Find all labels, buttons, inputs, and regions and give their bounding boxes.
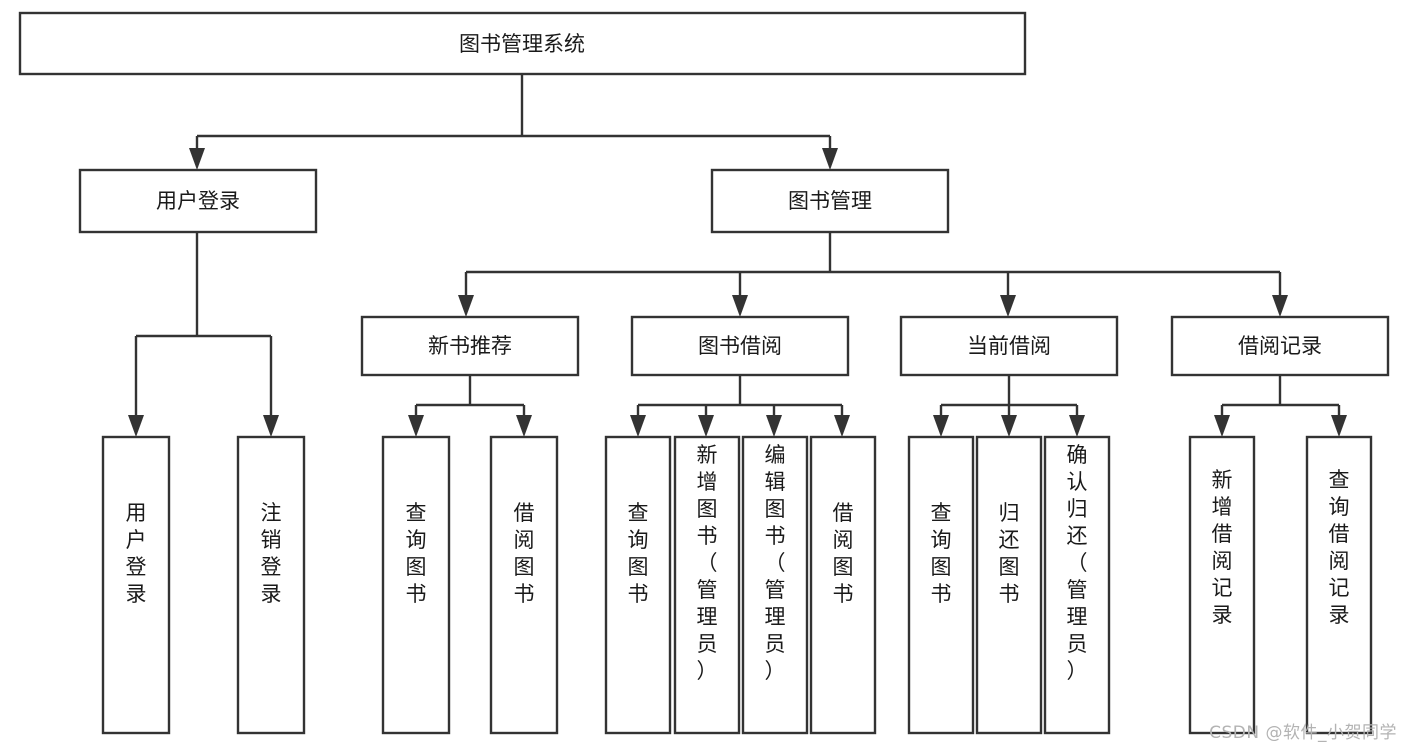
node-leaf-add-book-label: 新增图书（管理员） [697, 443, 718, 683]
connector-group-user-login [128, 232, 279, 437]
node-leaf-user-login-box[interactable] [101, 435, 171, 735]
arrow-head-icon [458, 295, 474, 317]
node-leaf-query-book-1-label: 查询图书 [406, 501, 427, 606]
node-leaf-query-book-1-box[interactable] [381, 435, 451, 735]
connector-group-current-borrow [933, 375, 1085, 437]
node-leaf-confirm-return[interactable]: 确认归还（管理员） [1043, 435, 1111, 735]
connector-group-book-manage [458, 232, 1288, 317]
node-leaf-edit-book-label: 编辑图书（管理员） [765, 443, 786, 683]
node-book-manage[interactable]: 图书管理 [710, 168, 950, 234]
arrow-head-icon [732, 295, 748, 317]
node-leaf-query-book-3[interactable]: 查询图书 [907, 435, 975, 735]
node-leaf-borrow-book-2-box[interactable] [809, 435, 877, 735]
node-leaf-query-book-3-label: 查询图书 [931, 501, 952, 606]
node-leaf-query-record-label: 查询借阅记录 [1329, 468, 1350, 627]
arrow-head-icon [630, 415, 646, 437]
node-leaf-edit-book-box[interactable] [741, 435, 809, 735]
node-leaf-query-book-1[interactable]: 查询图书 [381, 435, 451, 735]
node-leaf-borrow-book-1[interactable]: 借阅图书 [489, 435, 559, 735]
node-leaf-user-login-label: 用户登录 [126, 501, 147, 606]
arrow-head-icon [263, 415, 279, 437]
node-borrow-record-label: 借阅记录 [1238, 334, 1322, 358]
node-borrow-record[interactable]: 借阅记录 [1170, 315, 1390, 377]
arrow-head-icon [1331, 415, 1347, 437]
arrow-head-icon [516, 415, 532, 437]
node-leaf-add-book-box[interactable] [673, 435, 741, 735]
node-book-borrow[interactable]: 图书借阅 [630, 315, 850, 377]
node-current-borrow-label: 当前借阅 [967, 334, 1051, 358]
node-leaf-query-book-3-box[interactable] [907, 435, 975, 735]
connector-group-borrow-record [1214, 375, 1347, 437]
node-leaf-query-record[interactable]: 查询借阅记录 [1305, 435, 1373, 735]
arrow-head-icon [1000, 295, 1016, 317]
node-user-login-box[interactable] [78, 168, 318, 234]
arrow-head-icon [698, 415, 714, 437]
node-current-borrow[interactable]: 当前借阅 [899, 315, 1119, 377]
node-leaf-logout-login-box[interactable] [236, 435, 306, 735]
node-new-book-recommend-box[interactable] [360, 315, 580, 377]
node-leaf-logout-login-label: 注销登录 [261, 501, 282, 606]
arrow-head-icon [1001, 415, 1017, 437]
connector-group-root [189, 74, 838, 170]
node-new-book-recommend[interactable]: 新书推荐 [360, 315, 580, 377]
node-borrow-record-box[interactable] [1170, 315, 1390, 377]
node-book-manage-label: 图书管理 [788, 189, 872, 213]
node-leaf-query-book-2[interactable]: 查询图书 [604, 435, 672, 735]
node-leaf-add-record[interactable]: 新增借阅记录 [1188, 435, 1256, 735]
connector-group-book-borrow [630, 375, 850, 437]
node-leaf-confirm-return-label: 确认归还（管理员） [1067, 443, 1088, 683]
arrow-head-icon [1214, 415, 1230, 437]
node-new-book-recommend-label: 新书推荐 [428, 334, 512, 358]
node-leaf-borrow-book-1-box[interactable] [489, 435, 559, 735]
node-leaf-return-book[interactable]: 归还图书 [975, 435, 1043, 735]
arrow-head-icon [128, 415, 144, 437]
node-leaf-add-record-box[interactable] [1188, 435, 1256, 735]
arrow-head-icon [766, 415, 782, 437]
node-root[interactable]: 图书管理系统 [18, 11, 1027, 76]
node-leaf-edit-book[interactable]: 编辑图书（管理员） [741, 435, 809, 735]
node-current-borrow-box[interactable] [899, 315, 1119, 377]
node-leaf-borrow-book-2-label: 借阅图书 [833, 501, 854, 606]
arrow-head-icon [1272, 295, 1288, 317]
node-leaf-add-record-label: 新增借阅记录 [1212, 468, 1233, 627]
arrow-head-icon [408, 415, 424, 437]
node-user-login-label: 用户登录 [156, 189, 240, 213]
node-leaf-confirm-return-box[interactable] [1043, 435, 1111, 735]
arrow-head-icon [933, 415, 949, 437]
node-root-box[interactable] [18, 11, 1027, 76]
node-book-manage-box[interactable] [710, 168, 950, 234]
arrow-head-icon [834, 415, 850, 437]
arrow-head-icon [1069, 415, 1085, 437]
node-root-label: 图书管理系统 [459, 32, 585, 56]
node-leaf-query-book-2-label: 查询图书 [628, 501, 649, 606]
node-leaf-user-login[interactable]: 用户登录 [101, 435, 171, 735]
node-book-borrow-box[interactable] [630, 315, 850, 377]
node-leaf-borrow-book-2[interactable]: 借阅图书 [809, 435, 877, 735]
node-user-login[interactable]: 用户登录 [78, 168, 318, 234]
node-leaf-return-book-label: 归还图书 [999, 501, 1020, 606]
node-leaf-borrow-book-1-label: 借阅图书 [514, 501, 535, 606]
node-leaf-query-record-box[interactable] [1305, 435, 1373, 735]
arrow-head-icon [822, 148, 838, 170]
node-leaf-add-book[interactable]: 新增图书（管理员） [673, 435, 741, 735]
arrow-head-icon [189, 148, 205, 170]
node-leaf-query-book-2-box[interactable] [604, 435, 672, 735]
node-book-borrow-label: 图书借阅 [698, 334, 782, 358]
connector-group-new-book-recommend [408, 375, 532, 437]
node-leaf-logout-login[interactable]: 注销登录 [236, 435, 306, 735]
node-leaf-return-book-box[interactable] [975, 435, 1043, 735]
